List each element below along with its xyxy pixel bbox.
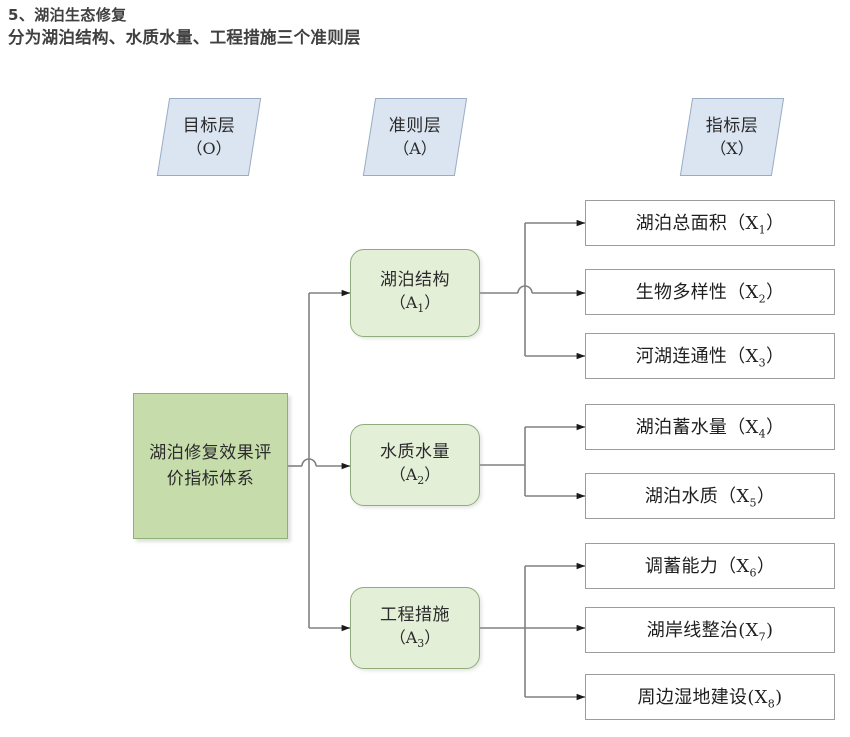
indicator-box-x1[interactable]: 湖泊总面积（X1） — [585, 200, 835, 246]
criterion-box-a1[interactable]: 湖泊结构 （A1） — [350, 249, 480, 337]
layer-banner-indicators-code: （X） — [710, 138, 754, 158]
indicator-box-x4[interactable]: 湖泊蓄水量（X4） — [585, 404, 835, 450]
header-title: 5、湖泊生态修复 — [8, 6, 127, 24]
criterion-box-a2[interactable]: 水质水量 （A2） — [350, 424, 480, 506]
layer-banner-goal: 目标层 （O） — [156, 98, 262, 176]
header-subtitle: 分为湖泊结构、水质水量、工程措施三个准则层 — [8, 28, 361, 47]
indicator-box-x5[interactable]: 湖泊水质（X5） — [585, 473, 835, 519]
layer-banner-indicators-inner: 指标层 （X） — [687, 99, 777, 175]
criterion-a1-name: 湖泊结构 — [380, 270, 450, 291]
criterion-box-a3[interactable]: 工程措施 （A3） — [350, 587, 480, 669]
criterion-a2-code: （A2） — [389, 464, 441, 488]
indicator-x8-label: 周边湿地建设(X8) — [637, 687, 783, 711]
indicator-x6-label: 调蓄能力（X6） — [644, 556, 776, 580]
indicator-x7-label: 湖岸线整治(X7) — [646, 620, 774, 644]
layer-banner-criteria-name: 准则层 — [388, 116, 442, 137]
layer-banner-criteria-inner: 准则层 （A） — [370, 99, 460, 175]
goal-box[interactable]: 湖泊修复效果评价指标体系 — [133, 393, 288, 539]
goal-box-label: 湖泊修复效果评价指标体系 — [149, 442, 272, 489]
layer-banner-criteria: 准则层 （A） — [362, 98, 468, 176]
indicator-box-x7[interactable]: 湖岸线整治(X7) — [585, 607, 835, 653]
indicator-x3-label: 河湖连通性（X3） — [635, 346, 785, 370]
layer-banner-goal-name: 目标层 — [182, 116, 236, 137]
layer-banner-goal-code: （O） — [186, 138, 232, 158]
criterion-a1-code: （A1） — [389, 292, 441, 316]
indicator-box-x6[interactable]: 调蓄能力（X6） — [585, 543, 835, 589]
indicator-box-x2[interactable]: 生物多样性（X2） — [585, 269, 835, 315]
criterion-a3-code: （A3） — [389, 627, 441, 651]
criterion-a2-name: 水质水量 — [380, 442, 450, 463]
layer-banner-indicators: 指标层 （X） — [679, 98, 785, 176]
indicator-box-x3[interactable]: 河湖连通性（X3） — [585, 333, 835, 379]
page-header: 5、湖泊生态修复 分为湖泊结构、水质水量、工程措施三个准则层 — [8, 4, 708, 50]
layer-banner-indicators-name: 指标层 — [705, 116, 759, 137]
indicator-x5-label: 湖泊水质（X5） — [644, 486, 776, 510]
indicator-x4-label: 湖泊蓄水量（X4） — [635, 417, 785, 441]
indicator-x2-label: 生物多样性（X2） — [635, 282, 785, 306]
layer-banner-goal-inner: 目标层 （O） — [164, 99, 254, 175]
indicator-x1-label: 湖泊总面积（X1） — [635, 213, 785, 237]
layer-banner-criteria-code: （A） — [393, 138, 437, 158]
criterion-a3-name: 工程措施 — [380, 605, 450, 626]
indicator-box-x8[interactable]: 周边湿地建设(X8) — [585, 674, 835, 720]
